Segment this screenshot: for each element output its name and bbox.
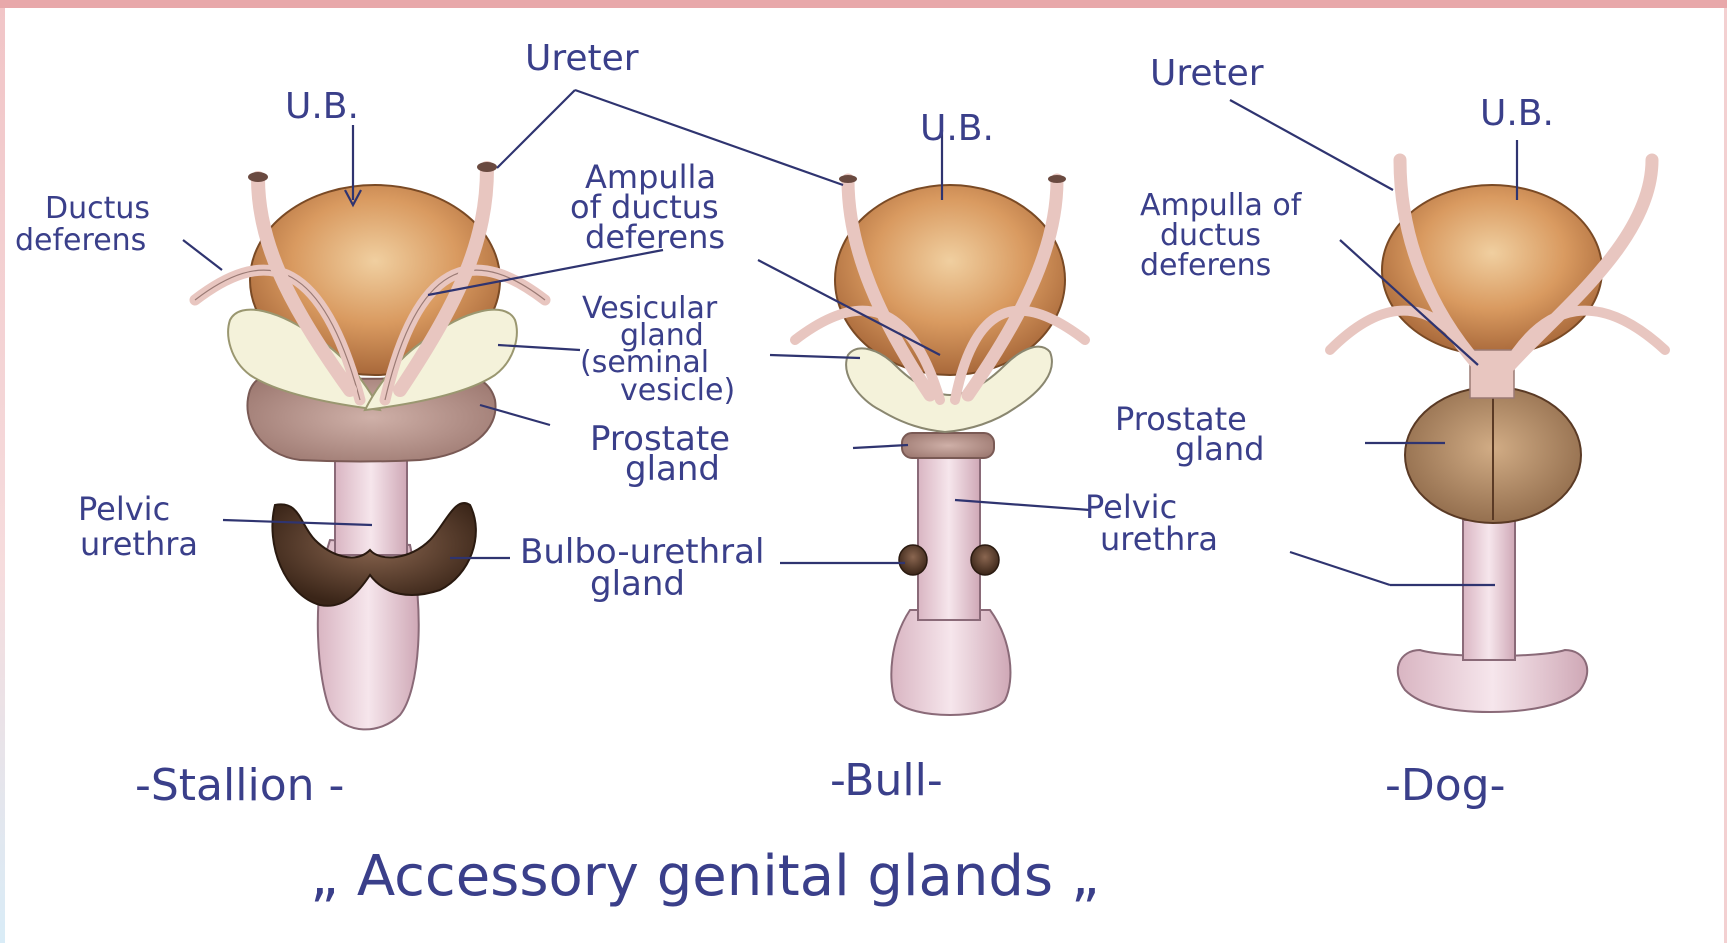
bull-bulbourethral-left [899, 545, 927, 575]
bull-prostate [902, 433, 994, 458]
label-pelvic1-1: Pelvic [78, 490, 170, 528]
labels: U.B. Ureter Ductus deferens Ampulla of d… [15, 38, 1554, 909]
stallion-organs [195, 162, 545, 729]
dog-organs [1330, 160, 1665, 712]
label-stallion-ub: U.B. [285, 86, 359, 127]
label-dog-ureter: Ureter [1150, 53, 1264, 94]
bull-pelvic-urethra [918, 450, 980, 620]
label-ductus-2: deferens [15, 223, 146, 258]
label-ductus-1: Ductus [45, 191, 150, 226]
label-vesicular-4: vesicle) [620, 373, 735, 408]
label-ampulla1-3: deferens [585, 218, 725, 256]
bull-penile-bulb [891, 610, 1010, 715]
diagram-title: „ Accessory genital glands „ [310, 844, 1100, 909]
label-prostate2-2: gland [1175, 430, 1264, 468]
species-dog: -Dog- [1385, 760, 1505, 811]
label-bulbo-2: gland [590, 564, 685, 604]
label-prostate1-2: gland [625, 449, 720, 489]
bull-bulbourethral-right [971, 545, 999, 575]
label-pelvic2-2: urethra [1100, 520, 1218, 558]
label-pelvic1-2: urethra [80, 525, 198, 563]
species-bull: -Bull- [830, 755, 943, 806]
label-dog-ub: U.B. [1480, 93, 1554, 134]
label-ureter-top: Ureter [525, 38, 639, 79]
species-stallion: -Stallion - [135, 760, 344, 811]
bull-organs [795, 175, 1085, 715]
dog-pelvic-urethra [1463, 520, 1515, 660]
label-bull-ub: U.B. [920, 108, 994, 149]
label-ampulla2-3: deferens [1140, 248, 1271, 283]
